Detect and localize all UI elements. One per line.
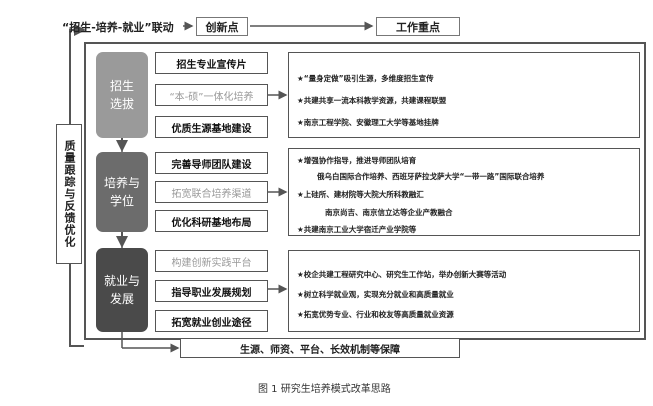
- figure-caption: 图 1 研究生培养模式改革思路: [258, 384, 391, 395]
- stage-employment: 就业与发展: [96, 248, 148, 332]
- linkage-label: “招生-培养-就业”联动: [62, 21, 174, 34]
- focus-line: ★“量身定做”吸引生源，多维度招生宣传: [297, 74, 434, 83]
- support-box: 生源、师资、平台、长效机制等保障: [180, 338, 460, 358]
- innovation-item: 优质生源基地建设: [155, 116, 268, 138]
- innovation-item: 拓宽就业创业途径: [155, 310, 268, 332]
- stage-enrollment: 招生选拔: [96, 52, 148, 138]
- innovation-header: 创新点: [196, 17, 248, 36]
- innovation-item: 指导职业发展规划: [155, 280, 268, 302]
- focus-line: ★增强协作指导，推进导师团队培育: [297, 156, 417, 165]
- focus-panel-training: ★增强协作指导，推进导师团队培育 俄乌白国际合作培养、西班牙萨拉戈萨大学“一带一…: [288, 148, 640, 236]
- focus-panel-employment: ★校企共建工程研究中心、研究生工作站，举办创新大赛等活动 ★树立科学就业观，实现…: [288, 250, 640, 332]
- innovation-item: “本-硕”一体化培养: [155, 84, 268, 106]
- innovation-item: 招生专业宣传片: [155, 52, 268, 74]
- focus-line: 俄乌白国际合作培养、西班牙萨拉戈萨大学“一带一路”国际联合培养: [317, 172, 545, 181]
- stage-training: 培养与学位: [96, 152, 148, 232]
- innovation-item: 完善导师团队建设: [155, 152, 268, 174]
- focus-line: ★树立科学就业观，实现充分就业和高质量就业: [297, 290, 454, 299]
- innovation-item: 拓宽联合培养渠道: [155, 181, 268, 203]
- focus-panel-enrollment: ★“量身定做”吸引生源，多维度招生宣传 ★共建共享一流本科教学资源，共建课程联盟…: [288, 52, 640, 138]
- innovation-item: 构建创新实践平台: [155, 250, 268, 272]
- focus-line: ★南京工程学院、安徽理工大学等基地挂牌: [297, 118, 439, 127]
- focus-line: 南京尚吉、南京信立达等企业产教融合: [325, 208, 453, 217]
- innovation-item: 优化科研基地布局: [155, 210, 268, 232]
- focus-line: ★校企共建工程研究中心、研究生工作站，举办创新大赛等活动: [297, 270, 507, 279]
- focus-line: ★共建共享一流本科教学资源，共建课程联盟: [297, 96, 447, 105]
- feedback-box: 质量跟踪与反馈优化: [56, 124, 82, 264]
- focus-line: ★拓宽优势专业、行业和校友等高质量就业资源: [297, 310, 454, 319]
- focus-header: 工作重点: [376, 17, 460, 36]
- focus-line: ★上硅所、建材院等大院大所科教融汇: [297, 190, 424, 199]
- focus-line: ★共建南京工业大学宿迁产业学院等: [297, 225, 417, 234]
